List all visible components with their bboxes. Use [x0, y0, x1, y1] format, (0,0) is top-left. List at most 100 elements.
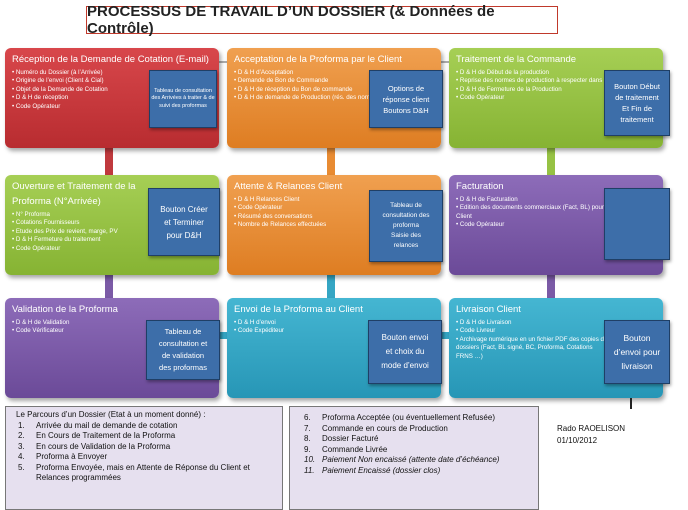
step-items: D & H d’Acceptation Demande de Bon de Co…: [227, 69, 441, 103]
step-item: Origine de l’envoi (Client & Cial): [12, 77, 213, 85]
step-item: Demande de Bon de Commande: [234, 77, 435, 85]
text-cursor: [630, 398, 632, 409]
callout-text: Bouton Créer: [160, 204, 208, 214]
step-item: Code Vérificateur: [12, 327, 213, 335]
callout-text: traitement: [620, 115, 654, 124]
step-item: Code Opérateur: [12, 245, 213, 253]
callout-tableau-arrivees[interactable]: Tableau de consultation des Arrivées à t…: [149, 70, 217, 128]
legend-num: 4.: [18, 452, 25, 461]
step-item: Archivage numérique en un fichier PDF de…: [456, 336, 611, 361]
legend-item: 11. Paiement Encaissé (dossier clos): [304, 466, 538, 477]
legend-num: 6.: [304, 413, 311, 422]
legend-text: Proforma Acceptée (ou éventuellement Ref…: [322, 413, 495, 422]
step-item: Cotations Fournisseurs: [12, 219, 213, 227]
legend-item: 4. Proforma à Envoyer: [18, 452, 282, 463]
legend-list-right: 6. Proforma Acceptée (ou éventuellement R…: [290, 407, 538, 476]
legend-text: Arrivée du mail de demande de cotation: [36, 420, 178, 430]
step-title: Validation de la Proforma: [12, 304, 118, 315]
legend-num: 10.: [304, 455, 316, 464]
link-orange: [327, 148, 335, 176]
callout-bouton-envoi[interactable]: Bouton envoi et choix du mode d’envoi: [368, 320, 442, 384]
step-item: Code Opérateur: [12, 103, 213, 111]
link-teal-h2: [441, 332, 451, 339]
callout-text: mode d’envoi: [381, 361, 429, 370]
callout-text: consultation et: [158, 339, 208, 348]
callout-text: de validation: [161, 351, 205, 360]
legend-text: En cours de Validation de la Proforma: [36, 441, 171, 451]
legend-num: 1.: [18, 420, 25, 430]
callout-facturation-empty[interactable]: [604, 188, 670, 260]
legend-num: 7.: [304, 423, 311, 433]
link-green: [547, 148, 555, 176]
callout-text: Saisie des: [391, 232, 421, 239]
callout-tableau-proforma[interactable]: Tableau de consultation des proforma Sai…: [369, 190, 443, 262]
callout-bouton-livraison[interactable]: Bouton d’envoi pour livraison: [604, 320, 670, 384]
author-block: Rado RAOELISON 01/10/2012: [557, 423, 625, 447]
callout-text: pour D&H: [166, 230, 202, 240]
legend-text: Proforma à Envoyer: [36, 452, 108, 461]
step-item: Code Opérateur: [456, 221, 611, 229]
step-item: D & H d’envoi: [234, 319, 435, 327]
callout-text: Bouton envoi: [381, 333, 429, 342]
step-items: D & H d’envoi Code Expéditeur: [227, 319, 441, 336]
legend-text: Paiement Encaissé (dossier clos): [322, 465, 441, 475]
callout-text: d’envoi pour: [613, 347, 661, 357]
step-item: D & H de Validation: [12, 319, 213, 327]
callout-text: de traitement: [615, 93, 659, 102]
page-title: PROCESSUS DE TRAVAIL D’UN DOSSIER (& Don…: [86, 3, 558, 37]
legend-num: 5.: [18, 462, 25, 472]
legend-item: 3.En cours de Validation de la Proforma: [18, 442, 282, 453]
step-title: Réception de la Demande de Cotation (E-m…: [12, 54, 209, 65]
step-item: D & H Fermeture du traitement: [12, 236, 213, 244]
step-title: Facturation: [456, 181, 504, 192]
callout-text: consultation des: [382, 212, 430, 219]
callout-options-reponse[interactable]: Options de réponse client Boutons D&H: [369, 70, 443, 128]
legend-item: 8.Dossier Facturé: [304, 434, 538, 445]
legend-item: 9. Commande Livrée: [304, 445, 538, 456]
step-item: D & H de réception: [12, 94, 213, 102]
callout-bouton-creer[interactable]: Bouton Créer et Terminer pour D&H: [148, 188, 220, 256]
legend-right: 6. Proforma Acceptée (ou éventuellement R…: [289, 406, 539, 510]
callout-bouton-traitement[interactable]: Bouton Début de traitement Et Fin de tra…: [604, 70, 670, 136]
callout-tableau-validation[interactable]: Tableau de consultation et de validation…: [146, 320, 220, 380]
step-title: Acceptation de la Proforma par le Client: [234, 54, 402, 65]
step-item: D & H de Début de la production: [456, 69, 657, 77]
legend-list-left: 1. Arrivée du mail de demande de cotation…: [6, 421, 282, 484]
callout-text: Bouton: [623, 333, 651, 343]
link-teal: [327, 272, 335, 298]
step-items: Numéro du Dossier (à l’Arrivée) Origine …: [5, 69, 219, 111]
legend-num: 2.: [18, 431, 25, 440]
step-item: D & H de Livraison: [456, 319, 611, 327]
callout-text: relances: [393, 242, 419, 249]
step-item: Code Livreur: [456, 327, 611, 335]
step-item: Code Expéditeur: [234, 327, 435, 335]
legend-item: 5.Proforma Envoyée, mais en Attente de R…: [18, 463, 282, 484]
legend-text: Paiement Non encaissé (attente date d’éc…: [322, 455, 500, 464]
step-items: D & H de Facturation Edition des documen…: [449, 196, 617, 230]
step-item: Numéro du Dossier (à l’Arrivée): [12, 69, 213, 77]
step-item: Edition des documents commerciaux (Fact,…: [456, 204, 611, 221]
step-title: Livraison Client: [456, 304, 521, 315]
step-item: Résumé des conversations: [234, 213, 435, 221]
legend-num: 11.: [304, 465, 315, 475]
link-teal-h1: [219, 332, 229, 339]
callout-text: Boutons D&H: [383, 105, 429, 115]
callout-text: et choix du: [385, 347, 425, 356]
callout-text: Et Fin de: [621, 104, 652, 113]
legend-item: 2.En Cours de Traitement de la Proforma: [18, 431, 282, 442]
step-title: Traitement de la Commande: [456, 54, 577, 65]
legend-num: 9.: [304, 444, 311, 454]
callout-text: Tableau de consultation des Arrivées à t…: [151, 87, 215, 109]
step-item: D & H d’Acceptation: [234, 69, 435, 77]
author-date: 01/10/2012: [557, 436, 598, 445]
step-item: Objet de la Demande de Cotation: [12, 86, 213, 94]
step-item: Code Opérateur: [234, 204, 435, 212]
legend-text: Commande en cours de Production: [322, 423, 448, 433]
step-item: D & H de Facturation: [456, 196, 611, 204]
legend-left: Le Parcours d’un Dossier (Etat à un mome…: [5, 406, 283, 510]
step-item: Code Opérateur: [456, 94, 657, 102]
legend-text: Commande Livrée: [322, 444, 388, 454]
step-item: Etude des Prix de revient, marge, PV: [12, 228, 213, 236]
step-item: D & H de réception du Bon de commande: [234, 86, 435, 94]
callout-text: Options de: [387, 83, 425, 93]
